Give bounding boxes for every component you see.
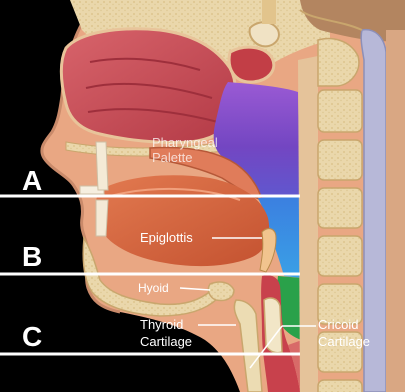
hyoid-bone: [208, 282, 234, 301]
section-letter-c: C: [22, 321, 42, 352]
epiglottis-label: Epiglottis: [140, 230, 193, 245]
pituitary: [250, 22, 279, 46]
pharyngeal-label-line1: Pharyngeal: [152, 135, 218, 150]
pharyngeal-label-line2: Palette: [152, 150, 192, 165]
vertebra: [318, 140, 362, 180]
section-letter-a: A: [22, 165, 42, 196]
stalk: [262, 0, 276, 24]
lower-incisor: [96, 200, 108, 236]
incisor: [96, 142, 108, 190]
sphenoid-sinus: [229, 47, 274, 82]
cricoid-label-line2: Cartilage: [318, 334, 370, 349]
hyoid-label: Hyoid: [138, 281, 169, 295]
vertebra: [318, 90, 362, 132]
vertebra: [318, 188, 362, 228]
vertebra: [318, 236, 362, 276]
thyroid-label-line1: Thyroid: [140, 317, 183, 332]
spine-soft-tissue: [298, 56, 318, 392]
posterior-tissue: [386, 30, 405, 392]
cricoid-cartilage: [264, 298, 282, 353]
thyroid-label-line2: Cartilage: [140, 334, 192, 349]
vertebra: [318, 380, 362, 392]
section-letter-b: B: [22, 241, 42, 272]
cricoid-label-line1: Cricoid: [318, 317, 358, 332]
